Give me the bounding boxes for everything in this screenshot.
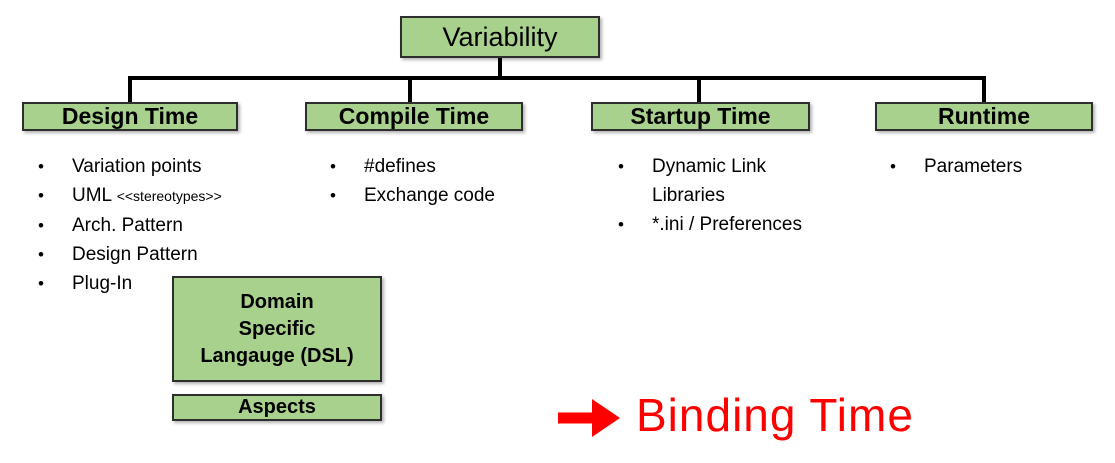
binding-time-annotation: Binding Time: [558, 388, 914, 442]
aspects-box: Aspects: [172, 394, 382, 421]
list-item-label: Exchange code: [364, 185, 495, 206]
startup-time-item-list: • Dynamic Link Libraries • *.ini / Preferen…: [610, 152, 870, 239]
bullet-icon: •: [618, 157, 624, 176]
bullet-icon: •: [890, 157, 896, 176]
list-item-label: Dynamic Link Libraries: [652, 156, 767, 206]
bullet-icon: •: [330, 157, 336, 176]
list-item-label: #defines: [364, 156, 436, 177]
branch-header-compile-time: Compile Time: [305, 102, 523, 131]
list-item-label: Arch. Pattern: [72, 215, 183, 236]
list-item: • Parameters: [882, 152, 1107, 181]
runtime-item-list: • Parameters: [882, 152, 1107, 181]
design-time-item-list: • Variation points • UML <<stereotypes>> • Ar…: [30, 152, 310, 298]
bullet-icon: •: [38, 216, 44, 235]
list-item: • Plug-In: [30, 269, 310, 298]
branch-header-startup-time: Startup Time: [591, 102, 810, 131]
branch-header-label: Runtime: [938, 103, 1030, 129]
list-item: • *.ini / Preferences: [610, 210, 870, 239]
list-item: • Dynamic Link Libraries: [610, 152, 870, 210]
branch-header-label: Startup Time: [630, 103, 771, 129]
bullet-icon: •: [38, 186, 44, 205]
list-item-label: Variation points: [72, 156, 202, 177]
branch-header-runtime: Runtime: [875, 102, 1093, 131]
dsl-box: Domain Specific Langauge (DSL): [172, 276, 382, 382]
list-item: • Variation points: [30, 152, 310, 181]
list-item-label: Design Pattern: [72, 244, 198, 265]
bullet-icon: •: [330, 186, 336, 205]
compile-time-item-list: • #defines • Exchange code: [322, 152, 572, 210]
dsl-box-line: Langauge (DSL): [200, 344, 354, 367]
binding-time-label: Binding Time: [636, 389, 914, 441]
branch-header-design-time: Design Time: [22, 102, 238, 131]
right-arrow-icon: [558, 399, 620, 437]
list-item-label: Parameters: [924, 156, 1023, 177]
branch-header-label: Design Time: [61, 103, 199, 129]
aspects-box-label: Aspects: [238, 396, 316, 418]
list-item-label: *.ini / Preferences: [652, 214, 802, 235]
list-item-label: UML <<stereotypes>>: [72, 185, 222, 206]
root-node-variability: Variability: [400, 16, 600, 58]
bullet-icon: •: [38, 245, 44, 264]
list-item: • UML <<stereotypes>>: [30, 181, 310, 211]
list-item: • Exchange code: [322, 181, 572, 210]
root-node-label: Variability: [442, 21, 558, 52]
list-item: • #defines: [322, 152, 572, 181]
branch-header-label: Compile Time: [338, 103, 490, 129]
dsl-box-line: Domain: [240, 290, 314, 313]
bullet-icon: •: [38, 157, 44, 176]
list-item-label: Plug-In: [72, 273, 133, 294]
list-item-small-label: <<stereotypes>>: [116, 188, 222, 204]
bullet-icon: •: [618, 215, 624, 234]
dsl-box-line: Specific: [238, 317, 316, 340]
bullet-icon: •: [38, 274, 44, 293]
list-item: • Arch. Pattern: [30, 211, 310, 240]
list-item: • Design Pattern: [30, 240, 310, 269]
